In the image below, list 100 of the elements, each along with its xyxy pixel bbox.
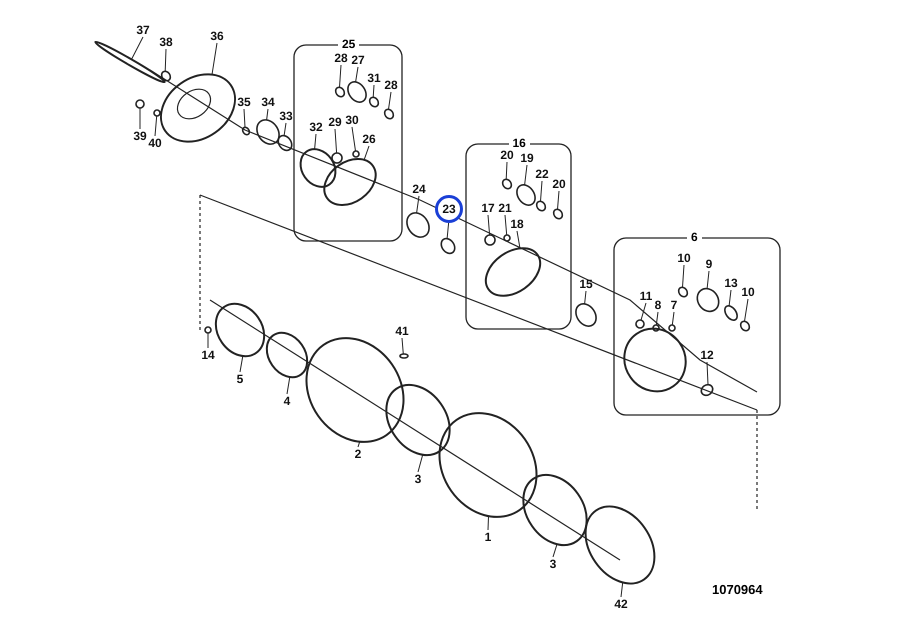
machine-part [306,337,404,443]
leader-line [339,64,342,88]
machine-part [204,326,212,334]
callout-number: 15 [576,277,596,291]
machine-part [575,303,597,327]
callout-number: 30 [342,113,362,127]
machine-part [277,134,293,152]
callout-number: 1 [478,530,498,544]
leader-line [131,36,144,60]
callout-number: 22 [532,167,552,181]
callout-number: 7 [664,298,684,312]
leader-line [672,312,674,326]
leader-line [584,290,586,304]
machine-part [347,81,367,103]
callout-number: 12 [697,348,717,362]
leader-line [620,582,624,598]
machine-part [242,126,250,136]
drawing-number: 1070964 [712,582,763,597]
leader-line [154,116,158,136]
callout-number: 26 [359,132,379,146]
leader-line [504,214,508,236]
machine-part [724,305,738,321]
callout-number: 11 [636,289,656,303]
callout-number: 35 [234,95,254,109]
callout-number: 36 [207,29,227,43]
callout-number: 3 [408,472,428,486]
machine-part [678,286,688,298]
machine-part [300,148,336,188]
machine-part [153,109,161,117]
callout-number: 19 [517,151,537,165]
machine-part [740,320,750,332]
machine-part [368,96,380,108]
callout-number: 17 [478,201,498,215]
callout-number: 28 [381,78,401,92]
machine-part [584,506,656,584]
leader-line [284,122,286,136]
leader-line [728,290,732,306]
leader-line [314,134,316,150]
callout-number: 20 [549,177,569,191]
leader-line [557,190,560,210]
machine-part [331,152,343,164]
leader-line [372,84,374,98]
machine-part [352,150,360,158]
leader-line [164,48,166,72]
machine-part [385,384,451,456]
callout-number: 29 [325,115,345,129]
callout-number: 37 [133,23,153,37]
callout-number: 20 [497,148,517,162]
machine-part [323,158,377,206]
leader-line [244,108,246,128]
leader-line [516,230,520,249]
machine-part [503,234,511,242]
machine-part [214,302,266,358]
machine-part [536,200,546,212]
machine-part [484,247,542,297]
machine-part [700,384,714,396]
callout-number: 2 [348,447,368,461]
leader-line [352,126,356,152]
callout-number: 41 [392,324,412,338]
leader-line [358,441,360,448]
callout-number: 33 [276,109,296,123]
leader-line [706,270,710,290]
callout-number: 42 [611,597,631,611]
leader-line [418,454,424,472]
leader-line [682,264,684,288]
callout-number: 32 [306,120,326,134]
callout-number: 31 [364,71,384,85]
leader-line [266,108,268,120]
machine-part [522,474,588,546]
leader-line [286,376,290,394]
machine-part [440,238,456,254]
machine-part [256,119,280,145]
callout-number: 10 [674,251,694,265]
machine-part [552,208,564,220]
highlighted-callout-number: 23 [435,195,463,223]
callout-number: 28 [331,51,351,65]
leader-line [706,362,708,386]
leader-line [446,222,450,240]
machine-part [516,184,536,206]
machine-part [334,86,346,98]
machine-part [406,212,430,238]
machine-part [502,178,512,190]
callout-number: 10 [738,285,758,299]
leader-line [506,162,508,180]
callout-number: 21 [495,201,515,215]
machine-part [160,70,172,82]
leader-line [388,92,392,110]
leader-line [488,516,489,530]
leader-line [656,312,658,326]
callout-number: 38 [156,35,176,49]
leader-line [402,338,404,354]
leader-line [524,164,528,186]
leader-line [488,214,490,236]
callout-number: 24 [409,182,429,196]
callout-number: 6 [687,230,702,244]
leader-line [240,356,244,372]
callout-number: 16 [508,136,530,150]
callout-number: 27 [348,53,368,67]
callout-number: 9 [699,257,719,271]
callout-number: 14 [198,348,218,362]
